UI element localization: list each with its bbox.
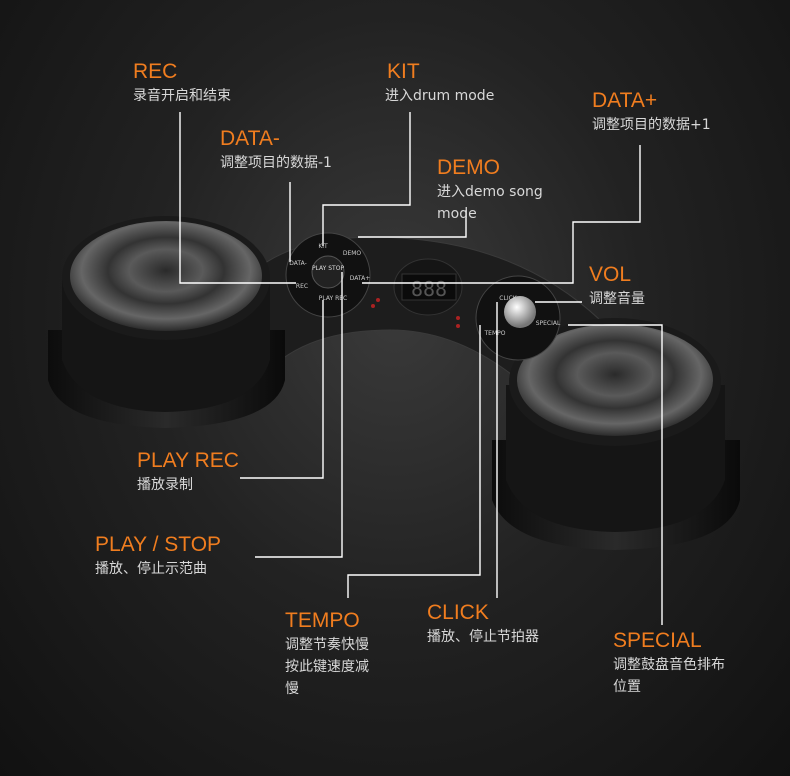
callout-title: DEMO [437, 156, 500, 179]
kit-leader-line [322, 112, 411, 246]
left-speaker-pad [48, 216, 285, 428]
callout-title: CLICK [427, 601, 489, 624]
callout-special: SPECIAL 调整鼓盘音色排布 位置 [613, 628, 725, 698]
callout-desc: 调整项目的数据+1 [592, 117, 711, 133]
kit-button: KIT [318, 243, 328, 250]
play-rec-button: PLAY REC [319, 295, 347, 302]
data-minus-button: DATA- [289, 260, 307, 267]
callout-title: REC [133, 60, 178, 83]
callout-title: SPECIAL [613, 629, 702, 652]
callout-click: CLICK 播放、停止节拍器 [427, 600, 539, 648]
demo-button: DEMO [343, 250, 362, 257]
rec-leader-line [179, 112, 296, 284]
callout-desc: 调整鼓盘音色排布 [613, 657, 725, 673]
callout-title: DATA+ [592, 89, 658, 112]
play-stop-button: PLAY STOP [312, 265, 345, 272]
rec-button: REC [296, 283, 308, 290]
callout-desc: 播放、停止节拍器 [427, 629, 539, 645]
callout-play-stop: PLAY / STOP 播放、停止示范曲 [95, 532, 221, 580]
callout-desc: 播放、停止示范曲 [95, 561, 207, 577]
led-indicator [376, 298, 380, 302]
callout-desc: 进入drum mode [385, 88, 495, 104]
callout-desc: 进入demo song [437, 184, 543, 200]
special-button: SPECIAL [536, 320, 561, 327]
callout-rec: REC 录音开启和结束 [133, 59, 231, 107]
callout-title: KIT [387, 60, 420, 83]
function-button-cluster: PLAY STOP KIT DEMO DATA+ DATA- REC PLAY … [285, 232, 371, 318]
callout-desc: 调整项目的数据-1 [220, 155, 332, 171]
callout-desc: 位置 [613, 679, 641, 695]
data-plus-leader-line [362, 145, 641, 284]
play-stop-leader-line [255, 272, 343, 558]
led-display: 888 [411, 277, 447, 301]
callout-desc: 播放录制 [137, 477, 193, 493]
play-rec-leader-line [240, 300, 324, 479]
volume-knob [504, 296, 536, 328]
callout-vol: VOL 调整音量 [589, 262, 645, 310]
callout-desc: 调整音量 [589, 291, 645, 307]
right-speaker-pad [492, 318, 740, 550]
special-leader-line [568, 324, 663, 625]
click-button: CLICK [499, 295, 517, 302]
callout-desc: 录音开启和结束 [133, 88, 231, 104]
callout-demo: DEMO 进入demo song mode [437, 155, 543, 225]
callout-title: PLAY / STOP [95, 533, 222, 556]
tempo-button: TEMPO [484, 330, 506, 337]
tempo-leader-line [347, 325, 481, 598]
callout-title: DATA- [220, 127, 280, 150]
callout-data-minus: DATA- 调整项目的数据-1 [220, 126, 332, 174]
demo-leader-line [358, 210, 467, 238]
callout-desc: 慢 [285, 681, 299, 697]
callout-kit: KIT 进入drum mode [385, 59, 495, 107]
callout-tempo: TEMPO 调整节奏快慢 按此键速度减 慢 [285, 608, 369, 700]
callout-title: PLAY REC [137, 449, 239, 472]
callout-data-plus: DATA+ 调整项目的数据+1 [592, 88, 711, 136]
callout-desc: mode [437, 206, 477, 222]
callout-desc: 按此键速度减 [285, 659, 369, 675]
callout-play-rec: PLAY REC 播放录制 [137, 448, 239, 496]
callout-title: TEMPO [285, 609, 360, 632]
callout-desc: 调整节奏快慢 [285, 637, 369, 653]
leader-lines [179, 112, 663, 625]
data-plus-button: DATA+ [350, 275, 370, 282]
callout-title: VOL [589, 263, 632, 286]
tempo-volume-cluster: CLICK TEMPO SPECIAL [475, 275, 561, 361]
